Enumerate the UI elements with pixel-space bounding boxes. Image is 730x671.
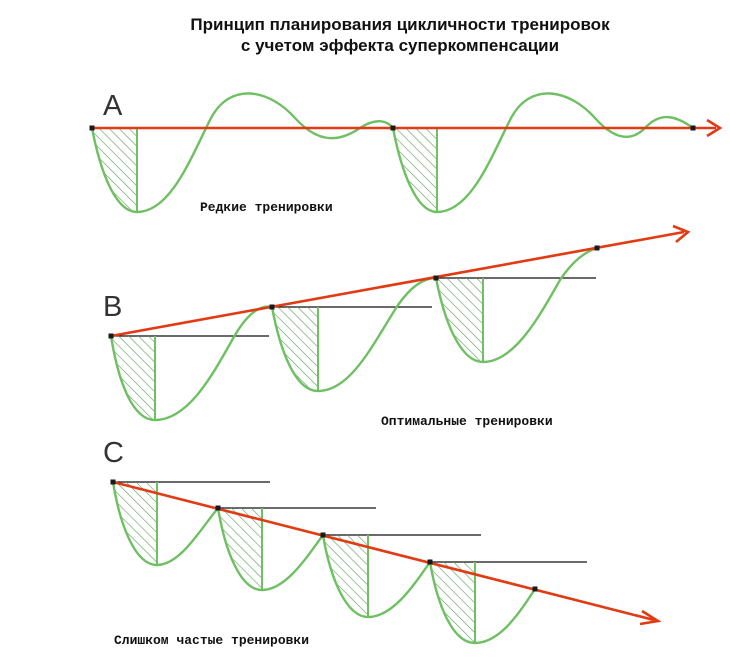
panel-b-hatch-2 — [272, 307, 318, 391]
panel-a-marker — [89, 125, 95, 131]
panel-a-wave — [90, 92, 694, 214]
panel-c-marker — [427, 559, 433, 565]
panel-c-letter: C — [103, 437, 124, 469]
panel-c-marker — [532, 586, 538, 592]
panel-b-hatch-3 — [436, 278, 483, 362]
title-line-2: с учетом эффекта суперкомпенсации — [240, 36, 560, 55]
panel-c-caption: Слишком частые тренировки — [114, 633, 309, 648]
panel-b-wave — [109, 246, 598, 422]
diagram-title: Принцип планирования цикличности трениро… — [0, 14, 730, 56]
panel-c-marker — [320, 532, 326, 538]
panel-b-caption: Оптимальные тренировки — [381, 414, 553, 429]
panel-c-trend-line — [112, 480, 655, 622]
panel-a: A Редкие тренировки — [89, 90, 723, 215]
panel-c-marker — [215, 505, 221, 511]
panel-b-hatch-1 — [111, 336, 155, 420]
panel-a-arrowhead — [706, 118, 723, 138]
panel-b-marker — [269, 304, 275, 310]
panel-c-hatch-3 — [323, 535, 368, 617]
panel-a-hatch-2 — [393, 128, 437, 212]
panel-a-marker — [690, 125, 696, 131]
panel-c-hatch-1 — [113, 482, 157, 565]
panel-c-arrowhead — [639, 609, 662, 626]
panel-b-marker — [433, 275, 439, 281]
panel-b-trend-line — [110, 230, 685, 338]
panel-c-hatch-4 — [430, 562, 475, 643]
panel-a-hatch-1 — [92, 128, 137, 212]
panel-c-hatch-2 — [218, 508, 262, 590]
panel-c-marker — [110, 479, 116, 485]
panel-a-caption: Редкие тренировки — [200, 200, 333, 215]
panel-b-marker — [594, 245, 600, 251]
panel-a-letter: A — [103, 90, 123, 122]
panel-c: C Слишком частые тренировки — [103, 437, 662, 648]
panel-b-arrowhead — [672, 224, 691, 243]
panel-b-marker — [108, 333, 114, 339]
panel-b: B Оптимальные тренировки — [103, 224, 691, 429]
panel-b-letter: B — [103, 291, 122, 323]
panel-a-marker — [390, 125, 396, 131]
title-line-1: Принцип планирования цикличности трениро… — [190, 15, 610, 34]
